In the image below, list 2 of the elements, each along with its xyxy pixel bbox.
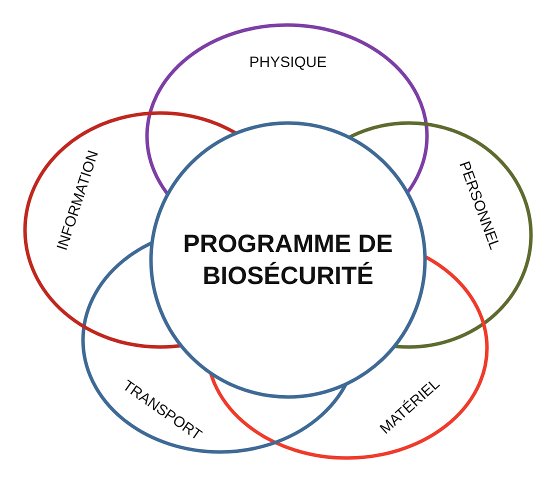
category-label: PHYSIQUE <box>249 54 327 70</box>
center-title: PROGRAMME DE BIOSÉCURITÉ <box>182 228 394 292</box>
